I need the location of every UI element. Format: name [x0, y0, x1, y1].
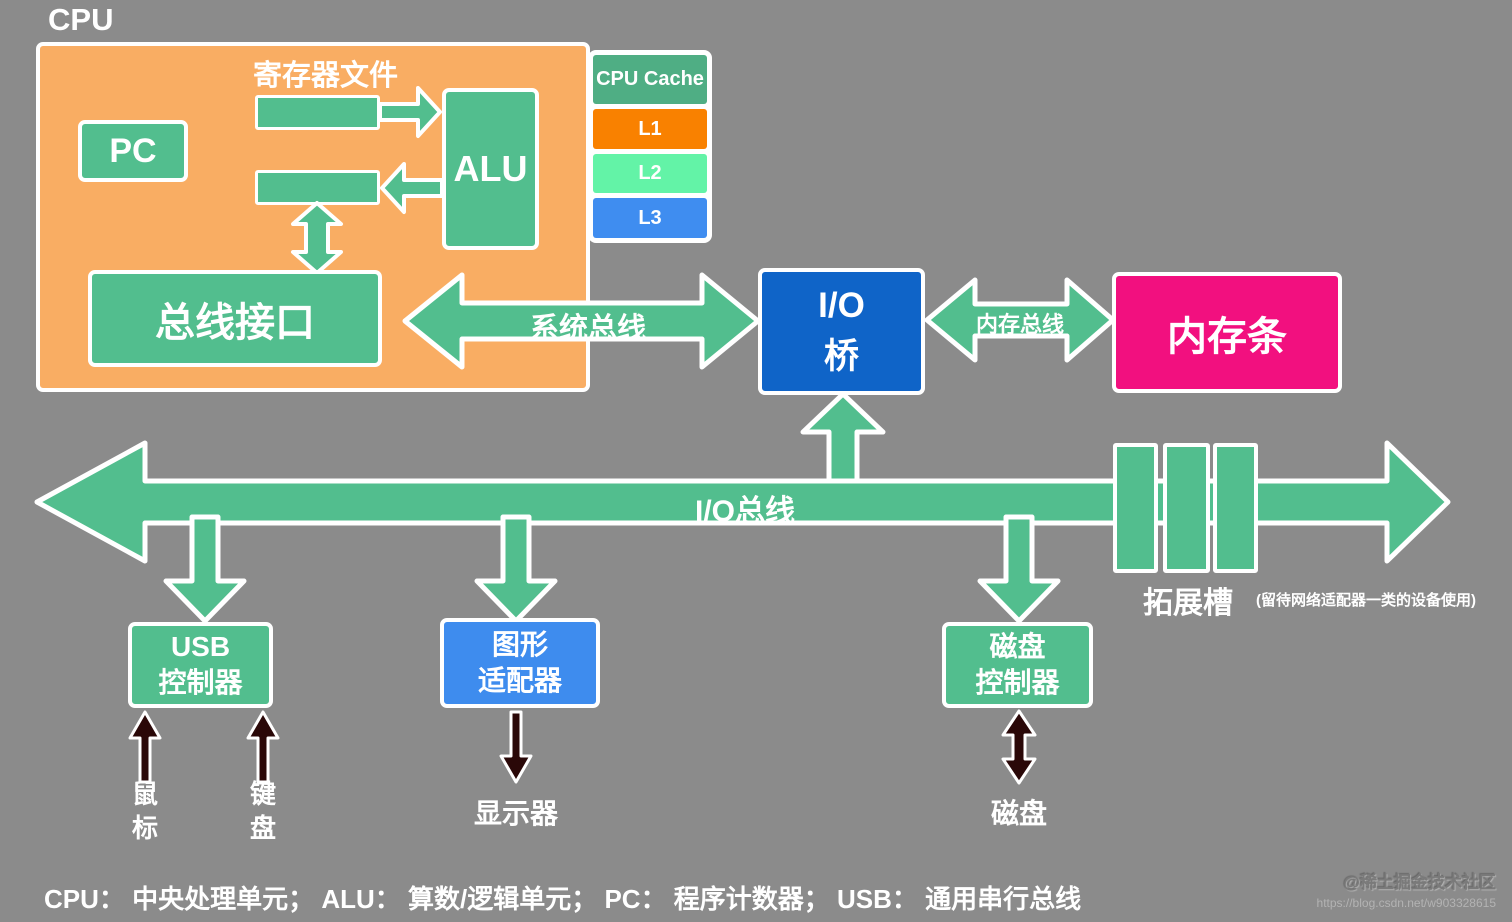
- expansion-slots-note: (留待网络适配器一类的设备使用): [1256, 592, 1476, 609]
- graphics-adapter-box: 图形 适配器: [440, 618, 600, 708]
- dark-up-arrow-shape: [128, 710, 162, 784]
- io-bridge-box: I/O 桥: [758, 268, 925, 395]
- l2-label: L2: [638, 162, 662, 185]
- vertical-double-arrow-shape: [291, 201, 343, 275]
- register-businterface-arrow: [291, 201, 343, 275]
- register-to-alu-arrow: [378, 86, 442, 138]
- cache-level-l3: L3: [593, 198, 707, 238]
- graphics-to-display-arrow: [499, 710, 533, 784]
- register-bar-bottom: [255, 170, 380, 205]
- down-arrow-shape: [474, 514, 558, 624]
- disk-line1: 磁盘: [989, 630, 1046, 662]
- expansion-slot-1: [1113, 443, 1158, 573]
- cpu-cache-panel: CPU Cache L1 L2 L3: [588, 50, 712, 243]
- right-arrow-shape: [378, 86, 442, 138]
- expansion-slot-3: [1213, 443, 1258, 573]
- watermark: @稀土掘金技术社区 https://blog.csdn.net/w9033286…: [1317, 872, 1496, 911]
- disk-label: 磁盘: [990, 798, 1047, 829]
- watermark-url: https://blog.csdn.net/w903328615: [1316, 895, 1496, 910]
- expansion-slots-label: 拓展槽: [1143, 587, 1233, 620]
- disk-controller-box: 磁盘 控制器: [942, 622, 1093, 708]
- watermark-community: @稀土掘金技术社区: [1343, 873, 1496, 892]
- usb-controller-box: USB 控制器: [128, 622, 273, 708]
- bus-interface-label: 总线接口: [155, 300, 315, 345]
- memory-bus-label: 内存总线: [975, 312, 1064, 337]
- l3-label: L3: [638, 206, 662, 229]
- alu-box: ALU: [442, 88, 539, 250]
- graphics-line2: 适配器: [477, 665, 562, 696]
- cache-level-l1: L1: [593, 109, 707, 149]
- cache-header: CPU Cache: [593, 55, 707, 105]
- io-bus-arrow: [34, 440, 1451, 564]
- iobus-to-disk-arrow: [977, 514, 1061, 624]
- mouse-to-usb-arrow: [128, 710, 162, 784]
- alu-to-register-arrow: [380, 162, 444, 214]
- memory-stick-box: 内存条: [1112, 272, 1342, 393]
- register-file-label: 寄存器文件: [253, 60, 399, 92]
- iobus-to-usb-arrow: [163, 514, 247, 624]
- cache-level-l2: L2: [593, 153, 707, 194]
- cpu-title: CPU: [48, 2, 114, 37]
- keyboard-to-usb-arrow: [246, 710, 280, 784]
- display-label: 显示器: [473, 798, 558, 829]
- dark-down-arrow-shape: [499, 710, 533, 784]
- expansion-slot-2: [1163, 443, 1210, 573]
- disk-controller-to-disk-arrow: [1001, 709, 1037, 785]
- down-arrow-shape: [977, 514, 1061, 624]
- register-bar-top: [255, 95, 380, 130]
- mouse-label: 鼠标: [131, 779, 158, 843]
- io-bus-shape: [34, 440, 1451, 564]
- alu-label: ALU: [453, 148, 528, 189]
- cache-header-label: CPU Cache: [596, 68, 704, 91]
- memory-stick-label: 内存条: [1167, 314, 1287, 359]
- abbreviation-legend: CPU： 中央处理单元； ALU： 算数/逻辑单元； PC： 程序计数器； US…: [44, 884, 1082, 914]
- usb-line2: 控制器: [158, 667, 243, 698]
- disk-line2: 控制器: [975, 667, 1060, 698]
- io-bridge-line1: I/O: [818, 285, 865, 325]
- dark-double-arrow-shape: [1001, 709, 1037, 785]
- pc-label: PC: [109, 131, 157, 170]
- io-bus-label: I/O总线: [694, 495, 795, 528]
- system-bus-label: 系统总线: [529, 313, 646, 345]
- usb-line1: USB: [170, 630, 231, 662]
- graphics-line1: 图形: [491, 628, 548, 660]
- left-arrow-shape: [380, 162, 444, 214]
- bus-interface-box: 总线接口: [88, 270, 382, 367]
- keyboard-label: 键盘: [249, 779, 276, 843]
- io-bridge-line2: 桥: [823, 336, 859, 376]
- iobus-to-graphics-arrow: [474, 514, 558, 624]
- down-arrow-shape: [163, 514, 247, 624]
- l1-label: L1: [638, 117, 662, 140]
- pc-box: PC: [78, 120, 188, 182]
- dark-up-arrow-shape: [246, 710, 280, 784]
